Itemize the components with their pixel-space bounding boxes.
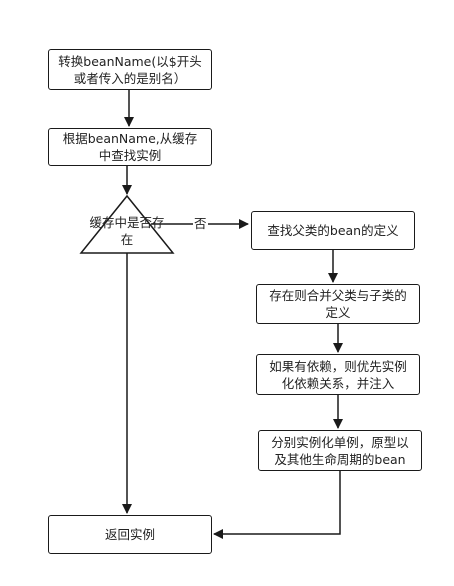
node-inject-dependencies: 如果有依赖，则优先实例化依赖关系，并注入 bbox=[256, 354, 420, 395]
node-convert-bean-name: 转换beanName(以$开头或者传入的是别名） bbox=[48, 49, 212, 90]
edge-instantiate-to-return bbox=[213, 471, 341, 539]
edge-label-no: 否 bbox=[193, 215, 208, 232]
node-instantiate-by-scope: 分别实例化单例，原型以及其他生命周期的bean bbox=[258, 430, 422, 471]
node-return-instance: 返回实例 bbox=[48, 515, 212, 554]
node-merge-definitions: 存在则合并父类与子类的定义 bbox=[256, 284, 420, 324]
node-find-parent-definition: 查找父类的bean的定义 bbox=[251, 211, 415, 250]
decision-cache-exists-label: 缓存中是否存在 bbox=[89, 215, 165, 247]
node-get-from-cache: 根据beanName,从缓存中查找实例 bbox=[48, 128, 212, 166]
